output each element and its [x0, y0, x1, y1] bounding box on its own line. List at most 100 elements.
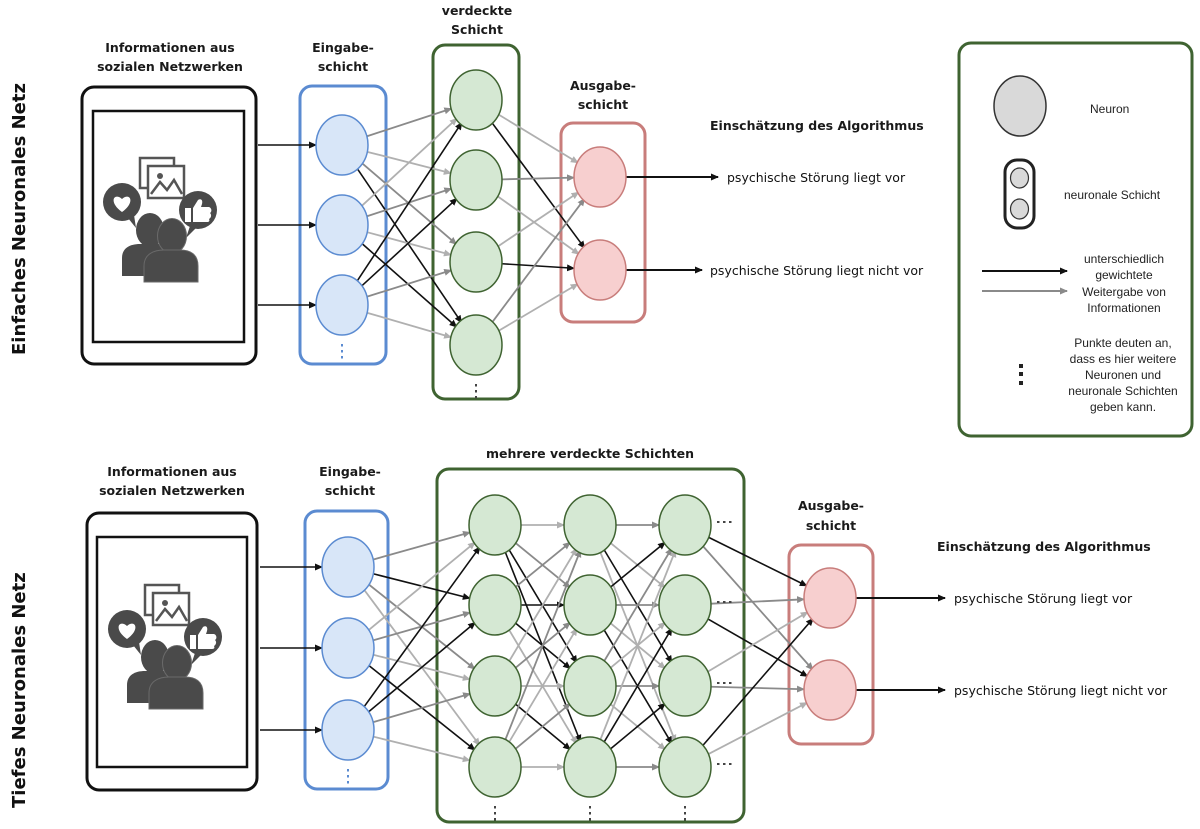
weighted-connection-strong	[609, 541, 666, 589]
deep-input-layer	[303, 509, 390, 791]
more-neurons-dots-icon	[684, 806, 686, 821]
deep-output-layer	[787, 543, 875, 746]
hidden-neuron	[658, 736, 712, 798]
legend-dots-label-line5: geben kann.	[1090, 400, 1156, 414]
input-neuron	[315, 194, 369, 256]
deep-neurons	[321, 494, 857, 821]
legend-arrow-label-line1: unterschiedlich	[1084, 252, 1164, 266]
weighted-connection	[710, 685, 806, 693]
weighted-connection	[701, 544, 814, 671]
output-neuron	[803, 567, 857, 629]
weighted-connection	[501, 174, 576, 182]
hidden-neuron	[563, 736, 617, 798]
simple-hidden-label-line1: verdeckte	[442, 3, 512, 18]
hidden-neuron	[468, 574, 522, 636]
more-layers-dots-icon	[717, 521, 732, 523]
weighted-connection-strong	[360, 197, 458, 288]
simple-output-label-line2: schicht	[578, 97, 628, 112]
deep-network-section: Tiefes Neuronales Netz Informationen aus…	[9, 446, 1168, 824]
legend-layer-icon	[1003, 158, 1036, 230]
hidden-neuron	[468, 494, 522, 556]
simple-result-heading: Einschätzung des Algorithmus	[710, 118, 924, 133]
simple-result-negative: psychische Störung liegt nicht vor	[710, 263, 924, 278]
weighted-connection	[602, 547, 673, 664]
legend-arrow-label-line3: Weitergabe von	[1082, 285, 1166, 299]
weighted-connection	[490, 197, 586, 324]
hidden-neuron	[563, 574, 617, 636]
hidden-neuron	[449, 314, 503, 376]
deep-source-label-line2: sozialen Netzwerken	[99, 483, 245, 498]
output-neuron	[573, 146, 627, 208]
simple-hidden-label-line2: Schicht	[451, 22, 503, 37]
simple-input-label-line2: schicht	[318, 59, 368, 74]
simple-tablet	[80, 85, 258, 366]
legend-layer-label: neuronale Schicht	[1064, 188, 1161, 202]
weighted-connection-strong	[707, 536, 808, 587]
hidden-neuron	[449, 231, 503, 293]
input-neuron	[315, 274, 369, 336]
deep-output-label-line2: schicht	[806, 518, 856, 533]
weighted-connection-strong	[609, 702, 666, 751]
weighted-connection	[503, 549, 582, 743]
weighted-connection-strong	[707, 617, 809, 678]
deep-hidden-label: mehrere verdeckte Schichten	[486, 446, 694, 461]
weighted-connection-strong	[355, 166, 463, 324]
more-layers-dots-icon	[717, 682, 732, 684]
weighted-connection	[367, 541, 476, 632]
weighted-connection	[372, 692, 472, 724]
more-neurons-dots-icon	[494, 806, 496, 821]
deep-hidden-layers	[435, 467, 746, 824]
weighted-connection-strong	[602, 627, 673, 745]
legend-dots-label-line4: neuronale Schichten	[1068, 384, 1177, 398]
more-neurons-dots-icon	[347, 769, 349, 784]
more-neurons-dots-icon	[589, 806, 591, 821]
weighted-connection	[366, 107, 453, 138]
weighted-connection-strong	[360, 242, 458, 328]
weighted-connection	[707, 701, 808, 756]
legend-neuron-label: Neuron	[1090, 102, 1129, 116]
deep-result-negative: psychische Störung liegt nicht vor	[954, 683, 1168, 698]
legend-arrow-label-line4: Informationen	[1087, 301, 1160, 315]
weighted-connection	[507, 627, 578, 745]
input-neuron	[321, 536, 375, 598]
deep-network-side-title: Tiefes Neuronales Netz	[9, 572, 30, 808]
deep-result-positive: psychische Störung liegt vor	[954, 591, 1133, 606]
hidden-neuron	[449, 149, 503, 211]
deep-tablet	[85, 511, 259, 792]
hidden-neuron	[563, 655, 617, 717]
weighted-connection	[372, 530, 471, 561]
simple-network-side-title: Einfaches Neuronales Netz	[9, 83, 30, 355]
simple-output-layer	[559, 121, 647, 324]
simple-network-section: Einfaches Neuronales Netz Informationen …	[9, 3, 924, 401]
input-neuron	[315, 114, 369, 176]
hidden-neuron	[449, 69, 503, 131]
simple-source-label-line1: Informationen aus	[105, 40, 234, 55]
weighted-connection-strong	[701, 617, 814, 748]
weighted-connection	[496, 191, 580, 248]
simple-source-label-line2: sozialen Netzwerken	[97, 59, 243, 74]
legend-dots-label-line1: Punkte deuten an,	[1074, 336, 1171, 350]
weighted-connection	[598, 549, 677, 743]
more-neurons-dots-icon	[475, 384, 477, 399]
weighted-connection-strong	[362, 546, 481, 709]
weighted-connection	[507, 547, 578, 664]
weighted-connection	[514, 702, 571, 751]
simple-neurons	[315, 69, 627, 399]
legend-neuron-icon	[993, 75, 1047, 137]
weighted-connection	[514, 541, 571, 589]
deep-connections	[260, 521, 946, 771]
hidden-neuron	[658, 655, 712, 717]
weighted-connection-strong	[367, 621, 476, 714]
weighted-connection	[710, 596, 806, 605]
weighted-connection	[497, 283, 579, 332]
simple-input-label-line1: Eingabe-	[312, 40, 374, 55]
input-neuron	[321, 699, 375, 761]
legend-arrow-label-line2: gewichtete	[1095, 268, 1153, 282]
deep-input-label-line1: Eingabe-	[319, 464, 381, 479]
legend-box	[957, 41, 1194, 438]
deep-source-label-line1: Informationen aus	[107, 464, 236, 479]
output-neuron	[573, 239, 627, 301]
legend: Neuron neuronale Schicht unterschiedlich…	[957, 41, 1194, 438]
simple-connections	[258, 107, 719, 339]
weighted-connection	[497, 113, 579, 164]
